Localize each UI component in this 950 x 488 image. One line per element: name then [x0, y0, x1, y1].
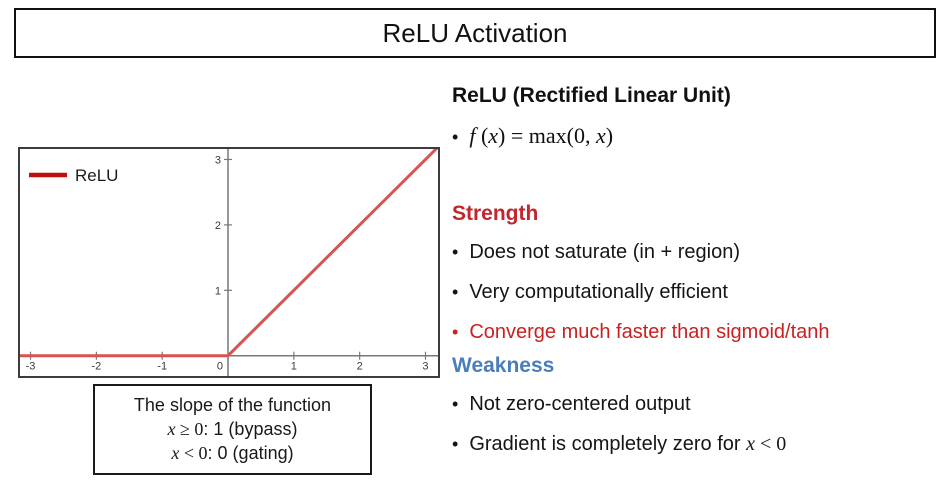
slope-caption-box: The slope of the function x ≥ 0: 1 (bypa… [93, 384, 372, 475]
strength-item-2-label: Very computationally efficient [469, 281, 728, 303]
bullet-icon: • [452, 434, 459, 454]
strength-item-2: • Very computationally efficient [452, 279, 944, 305]
x-tick-label: 0 [217, 361, 223, 373]
strength-item-3: • Converge much faster than sigmoid/tanh [452, 319, 944, 345]
strength-heading: Strength [452, 202, 539, 225]
weakness-item-1: • Not zero-centered output [452, 391, 944, 417]
x-tick-label: 3 [422, 361, 428, 373]
legend-label: ReLU [75, 166, 118, 185]
caption-line-1: The slope of the function [133, 395, 332, 415]
bullet-icon: • [452, 242, 459, 262]
formula-item: • f (x) = max(0, x) [452, 121, 944, 152]
x-tick-label: 1 [291, 361, 297, 373]
strength-item-3-label: Converge much faster than sigmoid/tanh [469, 321, 830, 343]
weakness-item-2: • Gradient is completely zero for x < 0 [452, 431, 944, 457]
relu-heading: ReLU (Rectified Linear Unit) [452, 84, 731, 107]
relu-curve [20, 149, 438, 358]
caption-line-2: x ≥ 0: 1 (bypass) [167, 419, 298, 439]
bullet-icon: • [452, 282, 459, 302]
y-tick-label: 2 [215, 220, 221, 232]
bullet-icon: • [452, 394, 459, 414]
bullet-icon: • [452, 322, 459, 342]
slide-title: ReLU Activation [382, 17, 568, 48]
y-tick-label: 3 [215, 154, 221, 166]
y-tick-label: 1 [215, 285, 221, 297]
relu-formula: f (x) = max(0, x) [469, 123, 614, 148]
x-tick-label: -2 [91, 361, 101, 373]
content-panel: ReLU (Rectified Linear Unit) • f (x) = m… [452, 84, 944, 471]
x-tick-label: -1 [157, 361, 167, 373]
x-tick-label: -3 [26, 361, 36, 373]
x-tick-label: 2 [357, 361, 363, 373]
title-box: ReLU Activation [14, 8, 936, 58]
strength-item-1-label: Does not saturate (in + region) [469, 241, 741, 263]
weakness-item-1-label: Not zero-centered output [469, 393, 691, 415]
strength-item-1: • Does not saturate (in + region) [452, 239, 944, 265]
weakness-heading: Weakness [452, 354, 555, 377]
caption-line-3: x < 0: 0 (gating) [171, 443, 294, 463]
bullet-icon: • [452, 127, 459, 147]
weakness-item-2-label: Gradient is completely zero for x < 0 [469, 433, 787, 455]
